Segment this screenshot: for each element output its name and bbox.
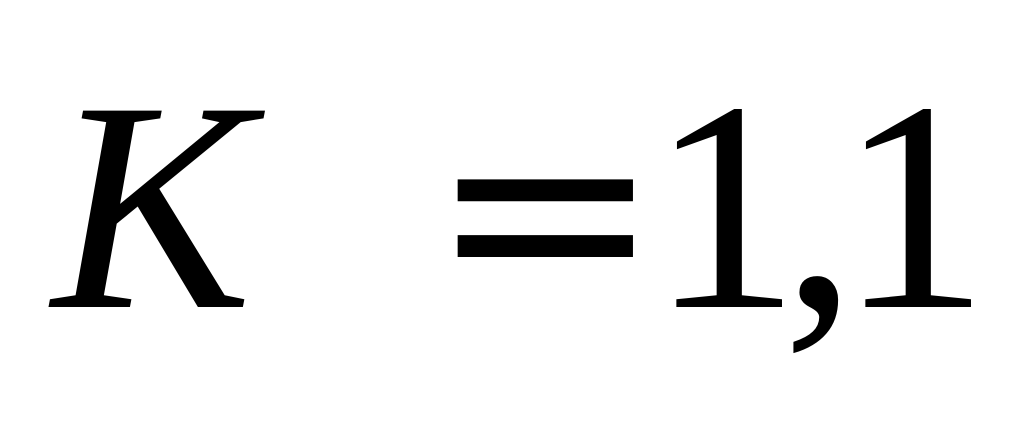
formula-equals-sign: = (428, 47, 663, 373)
formula-variable: K (52, 40, 253, 372)
formula-value: 1,1 (650, 40, 989, 372)
